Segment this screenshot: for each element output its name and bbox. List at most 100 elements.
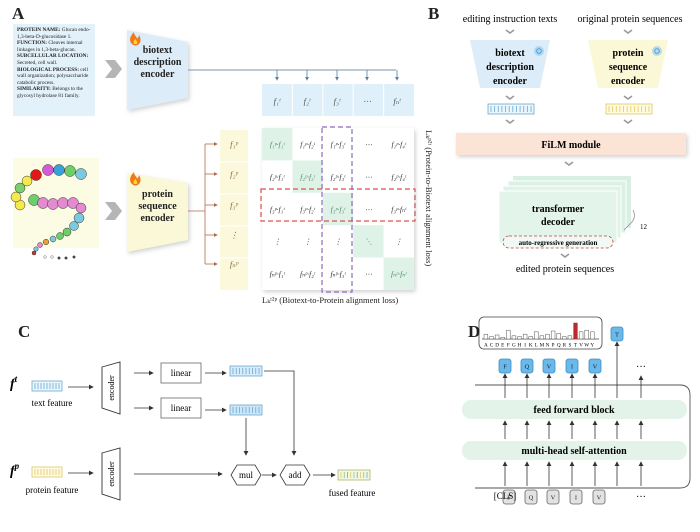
output-token — [520, 358, 534, 374]
matrix-diagonal-cell — [322, 192, 354, 226]
encoder-line: encoder — [611, 76, 645, 87]
svg-text:mul: mul — [239, 470, 254, 480]
matrix-diagonal-cell — [383, 257, 414, 290]
matrix-cell: fₙᵖ·f₂ᵗ — [300, 270, 316, 279]
histogram-bar — [506, 329, 511, 340]
histogram-bar — [489, 336, 494, 340]
amino-acid-residue — [10, 191, 22, 203]
protein-encoder-label: protein sequence encoder — [138, 189, 177, 224]
histogram-letter: K — [529, 343, 533, 349]
protein-feature-label: protein feature — [26, 485, 79, 495]
protein-info-card: PROTEIN NAME: Glucan endo-1,3-beta-D-glu… — [13, 24, 95, 116]
text-feature-cell: ⋯ — [363, 96, 372, 106]
output-ellipsis: ··· — [636, 362, 646, 373]
info-value: Cleaves internal linkages in 1,3-beta-gl… — [17, 40, 83, 53]
amino-acid-residue — [42, 164, 54, 176]
histogram-bar — [483, 333, 489, 340]
matrix-cell: ⋯ — [365, 205, 373, 214]
info-key: BIOLOGICAL PROCESS: — [17, 66, 79, 73]
histogram-bar — [584, 329, 589, 340]
protein-feature-cell: f₂ᵖ — [230, 169, 238, 179]
mhsa-label: multi-head self-attention — [521, 446, 627, 457]
input-token — [569, 489, 583, 505]
info-key: FUNCTION: — [17, 40, 48, 47]
protein-info-line: FUNCTION: Cleaves internal linkages in 1… — [17, 40, 91, 53]
svg-text:encoder: encoder — [107, 375, 116, 401]
text-feature-cell: f₃ᵗ — [334, 96, 341, 106]
protein-encoder-b — [588, 40, 668, 88]
amino-acid-residue — [30, 169, 42, 181]
biotext-encoder-a — [127, 30, 188, 110]
add-node — [279, 464, 311, 486]
matrix-cell: ⋯ — [365, 140, 373, 149]
output-token — [588, 358, 602, 374]
chevron-down-icon — [505, 95, 515, 100]
input-token — [502, 489, 516, 505]
encoder-trapezoid-bottom — [101, 447, 121, 501]
auto-regressive-generation-box — [502, 235, 614, 249]
protein-info-line: PROTEIN NAME: Glucan endo-1,3-beta-D-glu… — [17, 27, 91, 40]
amino-acid-residue — [69, 221, 79, 231]
fire-icon — [130, 32, 141, 46]
output-token — [542, 358, 556, 374]
histogram-letter: C — [490, 343, 494, 349]
encoder-line: sequence — [609, 62, 648, 73]
amino-acid-residue — [47, 198, 59, 210]
protein-feature-column — [220, 130, 248, 290]
histogram-bar — [573, 322, 578, 340]
vector-frame — [487, 103, 535, 115]
amino-acid-residue — [75, 202, 87, 214]
histogram-letter: P — [552, 343, 555, 349]
matrix-cell: f₃ᵖ·f₂ᵗ — [300, 205, 315, 214]
histogram-bar — [517, 336, 522, 340]
amino-acid-residue — [62, 227, 72, 237]
panel-label-a: A — [12, 4, 25, 23]
encoder-trapezoid-top — [101, 361, 121, 415]
protein-info-line: SUBCELLULAR LOCATION: Secreted, cell wal… — [17, 53, 91, 66]
protein-embedding-vector — [605, 103, 653, 115]
matrix-cell: f₃ᵖ·fₙᵗ — [391, 205, 407, 214]
gamma-vector — [229, 365, 263, 377]
encoder-line: description — [486, 62, 534, 73]
residue-trail — [57, 256, 61, 260]
svg-text:auto-regressive generation: auto-regressive generation — [519, 239, 598, 247]
column-highlight-box — [321, 126, 353, 293]
amino-acid-residue — [21, 175, 33, 187]
amino-acid-residue — [75, 168, 87, 180]
biotext-encoder-label: biotext description encoder — [133, 45, 182, 80]
info-key: SIMILARITY: — [17, 86, 51, 93]
matrix-cell: f₁ᵖ·f₁ᵗ — [270, 140, 285, 149]
encoder-line: protein — [613, 48, 644, 59]
residue-trail — [43, 255, 47, 259]
input-token-label: Q — [529, 495, 534, 502]
input-token — [524, 489, 538, 505]
text-feature-vector — [31, 380, 63, 392]
matrix-cell: ⋮ — [273, 237, 281, 246]
cls-token: [CLS] — [494, 491, 517, 501]
histogram-bar — [567, 335, 573, 340]
ft-symbol: ft — [10, 374, 18, 392]
output-token-label: F — [503, 364, 507, 371]
matrix-cell: fₙᵖ·fₙᵗ — [391, 270, 407, 279]
histogram-bar — [578, 331, 584, 340]
amino-acid-residue — [42, 238, 50, 246]
fused-feature-vector — [337, 469, 371, 481]
histogram-bar — [534, 331, 539, 340]
histogram-bar — [590, 331, 595, 340]
histogram-letter: E — [501, 343, 504, 349]
next-token — [610, 326, 624, 342]
amino-acid-residue — [67, 197, 79, 209]
panel-label-d: D — [468, 322, 481, 341]
frozen-snowflake-icon — [652, 46, 662, 56]
matrix-cell: f₂ᵖ·f₂ᵗ — [300, 172, 315, 181]
histogram-bar — [539, 335, 545, 340]
input-token-label: F — [507, 495, 511, 502]
info-key: SUBCELLULAR LOCATION: — [17, 53, 89, 60]
matrix-cell: fₙᵖ·f₃ᵗ — [330, 270, 346, 279]
matrix-cell: f₃ᵖ·f₁ᵗ — [270, 205, 285, 214]
text-feature-cell: f₂ᵗ — [304, 96, 311, 106]
text-feature-cell: f₁ᵗ — [274, 96, 281, 106]
